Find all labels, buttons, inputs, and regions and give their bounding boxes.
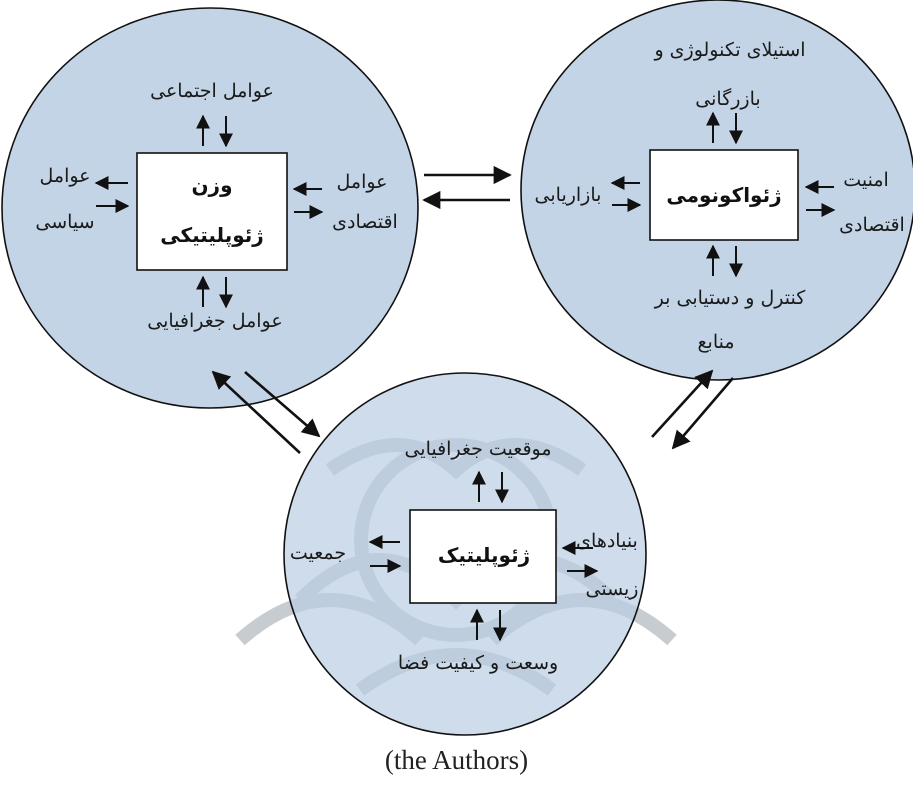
- arrow-left-to-bottom-circle: [244, 371, 321, 438]
- arrow-right-to-bottom-circle: [671, 377, 734, 450]
- tech-dominance-label-2: بازرگانی: [695, 87, 760, 110]
- geoeconomics-box-label: ژئواکونومی: [666, 183, 781, 207]
- economic-security-label-2: اقتصادی: [839, 214, 905, 236]
- geopolitics-box: [409, 509, 557, 604]
- marketing-label: بازاریابی: [535, 184, 602, 206]
- economic-factors-label-1: عوامل: [337, 171, 388, 193]
- space-extent-label: وسعت و کیفیت فضا: [398, 652, 558, 674]
- box-label-line1: وزن: [191, 173, 232, 197]
- box-label-line2: ژئوپلیتیکی: [160, 223, 264, 248]
- population-label: جمعیت: [290, 542, 346, 564]
- left-circle-group: وزن ژئوپلیتیکی عوامل اجتماعی عوامل سیاسی…: [1, 7, 419, 409]
- caption: (the Authors): [384, 745, 529, 775]
- geopolitics-box-label: ژئوپلیتیک: [438, 543, 530, 568]
- arrow-bottom-to-left-circle: [211, 370, 301, 454]
- arrow-bottom-to-right-circle: [651, 369, 714, 438]
- right-circle-group: ژئواکونومی استیلای تکنولوژی و بازرگانی ب…: [520, 0, 913, 381]
- geographic-factors-label: عوامل جغرافیایی: [147, 310, 282, 332]
- geo-position-label: موقعیت جغرافیایی: [404, 438, 551, 460]
- economic-factors-label-2: اقتصادی: [332, 211, 398, 233]
- geopolitical-weight-box: [136, 152, 288, 271]
- tech-dominance-label-1: استیلای تکنولوژی و: [653, 39, 805, 61]
- economic-security-label-1: امنیت: [843, 169, 889, 191]
- political-factors-label-1: عوامل: [40, 165, 91, 187]
- political-factors-label-2: سیاسی: [35, 211, 94, 233]
- bio-foundations-label-1: بنیادهای: [576, 530, 638, 552]
- bottom-circle-group: ژئوپلیتیک موقعیت جغرافیایی جمعیت بنیادها…: [283, 372, 647, 736]
- resource-control-label-2: منابع: [697, 331, 734, 353]
- social-factors-label: عوامل اجتماعی: [150, 80, 274, 102]
- resource-control-label-1: کنترل و دستیابی بر: [654, 287, 807, 309]
- bio-foundations-label-2: زیستی: [586, 578, 639, 600]
- geoeconomics-box: [649, 149, 799, 241]
